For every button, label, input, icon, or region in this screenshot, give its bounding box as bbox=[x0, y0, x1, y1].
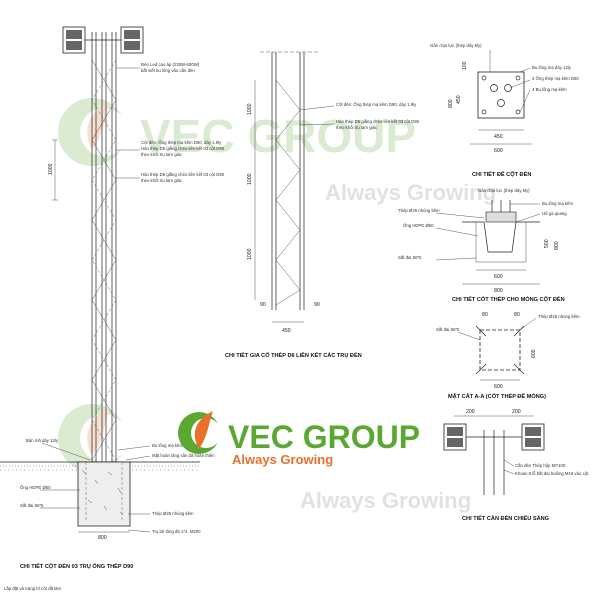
watermark-logo-icon bbox=[58, 98, 128, 166]
section-detail-title: MẶT CẮT A-A (CỐT THÉP ĐẾ MÓNG) bbox=[448, 392, 546, 400]
pole-footnote: Lắp đặt và trang trí cột đã làm bbox=[4, 586, 62, 591]
vec-group-logo: VEC GROUP Always Growing bbox=[178, 411, 420, 467]
base-label-2: Bu lông mạ dày 12ly bbox=[532, 65, 572, 70]
truss-dim-1000-c: 1000 bbox=[247, 248, 253, 260]
concrete-foundation bbox=[77, 461, 131, 527]
truss-detail-title: CHI TIẾT GIA CỐ THÉP D6 LIÊN KẾT CÁC TRỤ… bbox=[225, 351, 362, 359]
base-dim-450: 450 bbox=[494, 134, 503, 140]
base-dim-800: 800 bbox=[448, 99, 454, 108]
arm-lamp-right-icon bbox=[521, 423, 545, 451]
base-label-4: 4 Bu lông mạ kẽm bbox=[532, 87, 567, 92]
pole-label-pipe: Ống HDPE Ø50 bbox=[20, 485, 51, 490]
logo-brand: VEC GROUP bbox=[228, 419, 420, 455]
pole-dim-800: 800 bbox=[98, 535, 107, 541]
base-dim-450-v: 450 bbox=[456, 95, 462, 104]
pole-label-slab: Mặt hoàn làng sân đá hoàn thiện bbox=[152, 453, 215, 458]
truss-label-2: Hàn thép D6 giằng chéo liên kết 03 cột D… bbox=[336, 119, 420, 124]
arm-lamp-left-icon bbox=[443, 423, 467, 451]
foundation-dim-800-v: 800 bbox=[554, 241, 560, 250]
foundation-dim-500: 500 bbox=[544, 239, 550, 248]
vec-logo-icon bbox=[178, 411, 221, 454]
pole-detail: 1000 Đèn Led cao áp (230W-600W) bắt siết… bbox=[0, 26, 225, 591]
pole-bracing bbox=[91, 59, 117, 461]
pole-label-rebar: Thép Ø25 nhúng kẽm bbox=[152, 511, 194, 516]
foundation-label-2: Bu lông mạ kẽm bbox=[542, 201, 573, 206]
foundation-label-1: Gân chịu lực (thép dày 5ly) bbox=[478, 188, 530, 193]
base-dim-600: 600 bbox=[494, 148, 503, 154]
truss-label-3: theo khối trụ tam giác bbox=[336, 125, 378, 130]
truss-dim-90-right: 90 bbox=[314, 302, 320, 308]
foundation-detail-title: CHI TIẾT CỐT THÉP CHO MÓNG CỘT ĐÈN bbox=[452, 295, 565, 303]
foundation-label-3: Hố ga quang bbox=[542, 211, 567, 216]
pole-label-led: Đèn Led cao áp (230W-600W) bbox=[141, 62, 200, 67]
pole-label-led-2: bắt siết bu lông vào cần đèn bbox=[141, 68, 195, 73]
truss-detail: 1000 1000 1000 90 90 450 Cột đèn: Ống th… bbox=[225, 51, 420, 359]
pole-label-bolt: Bản mã dày 12ly bbox=[26, 438, 59, 443]
led-lamp-right-icon bbox=[120, 26, 144, 54]
pole-label-pole-2: Hàn thép D6 giằng chéo liên kết 03 cột D… bbox=[141, 146, 225, 151]
arm-detail: 200 200 Cần đèn Thép hộp 50*100 Khoan 8 … bbox=[443, 409, 589, 522]
section-dim-600-v: 600 bbox=[531, 349, 537, 358]
pole-detail-title: CHI TIẾT CỘT ĐÈN 03 TRỤ ỐNG THÉP D90 bbox=[20, 562, 133, 570]
section-label-1: Thép Ø25 nhúng kẽm bbox=[538, 314, 580, 319]
foundation-dim-600: 600 bbox=[494, 274, 503, 280]
truss-dim-450: 450 bbox=[282, 328, 291, 334]
watermark-slogan-lower: Always Growing bbox=[300, 488, 471, 513]
pole-label-concrete: Trụ bê tông đá 1*2, M200 bbox=[152, 529, 201, 534]
foundation-dim-800: 800 bbox=[494, 288, 503, 294]
pole-dim-1000: 1000 bbox=[48, 163, 54, 175]
section-label-2: Sắt đai 50*5 bbox=[436, 327, 460, 332]
section-dim-600: 600 bbox=[494, 384, 503, 390]
arm-dim-200-left: 200 bbox=[466, 409, 475, 415]
led-lamp-left-icon bbox=[62, 26, 86, 54]
truss-dim-90-left: 90 bbox=[260, 302, 266, 308]
base-label-3: 3 Ống thép mạ kẽm D90 bbox=[532, 76, 579, 81]
truss-dim-1000-a: 1000 bbox=[247, 103, 253, 115]
section-detail: 600 600 80 80 Thép Ø25 nhúng kẽm Sắt đai… bbox=[436, 312, 580, 400]
arm-dim-200-right: 200 bbox=[512, 409, 521, 415]
arm-detail-title: CHI TIẾT CẦN ĐÈN CHIẾU SÁNG bbox=[462, 514, 549, 522]
arm-label-2: Khoan 8 lỗ bắt đai bulông M16 vào cột bbox=[515, 471, 589, 476]
section-dim-80-right: 80 bbox=[514, 312, 520, 318]
truss-dim-1000-b: 1000 bbox=[247, 173, 253, 185]
base-detail-title: CHI TIẾT ĐẾ CỘT ĐÈN bbox=[472, 170, 531, 178]
pole-label-anchor: Bu lông mạ kẽm bbox=[152, 443, 183, 448]
truss-label-1: Cột đèn: Ống thép mạ kẽm D90, dày 1.9ly bbox=[336, 102, 417, 107]
pole-label-steel: Sắt đai 50*5 bbox=[20, 503, 44, 508]
arm-label-1: Cần đèn Thép hộp 50*100 bbox=[515, 463, 566, 468]
logo-slogan: Always Growing bbox=[232, 452, 333, 467]
base-dim-100: 100 bbox=[462, 61, 468, 70]
watermark-brand: VEC GROUP bbox=[140, 110, 416, 162]
foundation-detail: 600 800 500 800 Gân chịu lực (thép dày 5… bbox=[398, 188, 573, 303]
pole-label-brace-1: Hàn thép D6 giằng chéo liên kết 03 cột D… bbox=[141, 172, 225, 177]
pole-label-pole-3: theo khối trụ tam giác bbox=[141, 152, 183, 157]
watermark-slogan: Always Growing bbox=[325, 180, 496, 205]
pole-label-pole-1: Cột đèn: Ống thép mạ kẽm D90, dày 1.9ly bbox=[141, 140, 222, 145]
pole-label-brace-2: theo khối trụ tam giác bbox=[141, 178, 183, 183]
foundation-label-4: Thép Ø25 nhúng kẽm bbox=[398, 208, 440, 213]
base-label-1: Gân chịu lực (thép dày 5ly) bbox=[430, 43, 482, 48]
foundation-label-5: Ống HDPE Ø50 bbox=[403, 223, 434, 228]
section-dim-80-left: 80 bbox=[482, 312, 488, 318]
base-detail: 450 600 100 800 450 Gân chịu lực (thép d… bbox=[430, 43, 579, 178]
foundation-label-6: Sắt đai 50*5 bbox=[398, 255, 422, 260]
